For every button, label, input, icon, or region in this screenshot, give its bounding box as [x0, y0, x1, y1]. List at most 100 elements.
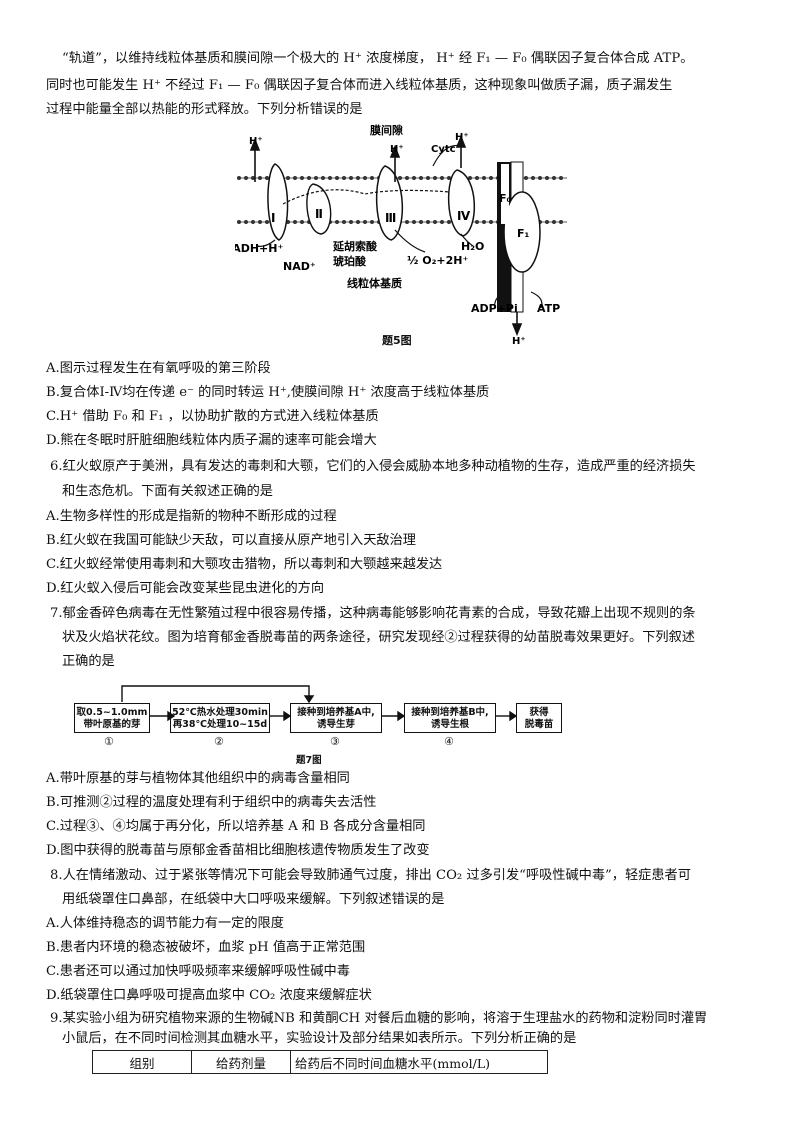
lipid-head	[244, 220, 248, 224]
flow-step-3: 接种到培养基A中, 诱导生芽	[290, 703, 382, 733]
flow-step-4-text: 接种到培养基B中, 诱导生根	[411, 707, 489, 730]
table-header-dose: 给药剂量	[191, 1050, 291, 1074]
q9-stem-line-2: 小鼠后，在不同时间检测其血糖水平，实验设计及部分结果如表所示。下列分析正确的是	[62, 1031, 577, 1046]
lipid-head	[447, 220, 451, 224]
lipid-head	[524, 176, 528, 180]
figure-7-flow-arrows	[121, 685, 518, 722]
label-water: H₂O	[461, 240, 484, 253]
lipid-head	[293, 176, 297, 180]
label-nadh: NADH+H⁺	[235, 242, 283, 255]
flow-num-1: ①	[104, 735, 114, 748]
lipid-head	[426, 176, 430, 180]
table-header-row: 组别 给药剂量 给药后不同时间血糖水平(mmol/L)	[92, 1050, 548, 1074]
q7-option-c: C.过程③、④均属于再分化，所以培养基 A 和 B 各成分含量相同	[46, 819, 426, 834]
lipid-head	[433, 176, 437, 180]
lipid-head	[440, 220, 444, 224]
label-adp: ADP+Pi	[471, 302, 518, 315]
q9-data-table: 组别 给药剂量 给药后不同时间血糖水平(mmol/L)	[92, 1050, 548, 1074]
q6-stem-line-1: 6.红火蚁原产于美洲，具有发达的毒刺和大颚，它们的入侵会威胁本地多种动植物的生存…	[50, 459, 696, 474]
q5-option-b: B.复合体Ⅰ-Ⅳ均在传递 e⁻ 的同时转运 H⁺,使膜间隙 H⁺ 浓度高于线粒体…	[46, 385, 490, 400]
flow-step-5: 获得 脱毒苗	[516, 703, 562, 733]
lipid-head	[349, 220, 353, 224]
label-atp: ATP	[537, 302, 560, 315]
label-f0: F₀	[499, 192, 512, 205]
lipid-head	[349, 176, 353, 180]
lipid-head	[307, 176, 311, 180]
q9-stem-line-1: 9.某实验小组为研究植物来源的生物碱NB 和黄酮CH 对餐后血糖的影响，将溶于生…	[50, 1011, 708, 1026]
flow-num-3: ③	[330, 735, 340, 748]
label-f1: F₁	[517, 227, 530, 240]
flow-step-4: 接种到培养基B中, 诱导生根	[404, 703, 496, 733]
lipid-head	[405, 176, 409, 180]
q8-stem-line-2: 用纸袋罩住口鼻部，在纸袋中大口呼吸来缓解。下列叙述错误的是	[62, 892, 445, 907]
flow-num-4: ④	[444, 735, 454, 748]
label-nad: NAD⁺	[283, 260, 316, 273]
lipid-head	[545, 176, 549, 180]
lipid-head	[370, 220, 374, 224]
figure-7-caption: 题7图	[296, 755, 322, 766]
flow-step-3-text: 接种到培养基A中, 诱导生芽	[297, 707, 375, 730]
flow-step-1: 取0.5~1.0mm 带叶原基的芽	[74, 703, 150, 733]
lipid-head	[426, 220, 430, 224]
lipid-head	[440, 176, 444, 180]
lipid-head	[237, 220, 241, 224]
label-hplus-3: H⁺	[390, 144, 404, 155]
lipid-head	[468, 176, 472, 180]
q7-stem-line-1: 7.郁金香碎色病毒在无性繁殖过程中很容易传播，这种病毒能够影响花青素的合成，导致…	[50, 606, 696, 621]
lipid-head	[356, 220, 360, 224]
label-hplus-5: H⁺	[512, 336, 526, 347]
figure-5-caption: 题5图	[382, 334, 412, 347]
q6-option-d: D.红火蚁入侵后可能会改变某些昆虫进化的方向	[46, 581, 325, 596]
q7-stem-line-2: 状及火焰状花纹。图为培育郁金香脱毒苗的两条途径，研究发现经②过程获得的幼苗脱毒效…	[62, 630, 695, 645]
flow-num-2: ②	[214, 735, 224, 748]
lipid-head	[335, 176, 339, 180]
lipid-head	[489, 220, 493, 224]
flow-step-2: 52℃热水处理30min 再38℃处理10~15d	[170, 703, 270, 733]
lipid-head	[265, 176, 269, 180]
q6-stem-line-2: 和生态危机。下面有关叙述正确的是	[62, 484, 273, 499]
flow-step-2-text: 52℃热水处理30min 再38℃处理10~15d	[172, 707, 268, 730]
lipid-head	[363, 176, 367, 180]
table-header-glucose: 给药后不同时间血糖水平(mmol/L)	[290, 1050, 548, 1074]
label-cytc: Cytc	[431, 144, 456, 155]
label-complex-1: Ⅰ	[271, 211, 275, 225]
lipid-head	[237, 176, 241, 180]
lipid-head	[335, 220, 339, 224]
lipid-head	[251, 220, 255, 224]
lipid-head	[342, 176, 346, 180]
q6-option-c: C.红火蚁经常使用毒刺和大颚攻击猎物，所以毒刺和大颚越来越发达	[46, 557, 443, 572]
lipid-head	[363, 220, 367, 224]
flow-step-5-text: 获得 脱毒苗	[524, 707, 554, 730]
lipid-head	[300, 176, 304, 180]
lipid-head	[545, 220, 549, 224]
lipid-head	[405, 220, 409, 224]
lipid-head	[531, 176, 535, 180]
lipid-head	[286, 176, 290, 180]
lipid-head	[412, 220, 416, 224]
q5-option-c: C.H⁺ 借助 F₀ 和 F₁ ，以协助扩散的方式进入线粒体基质	[46, 409, 379, 424]
label-succinate: 琥珀酸	[333, 254, 367, 268]
label-oxygen: ½ O₂+2H⁺	[407, 254, 468, 267]
lipid-head	[552, 220, 556, 224]
q5-option-a: A.图示过程发生在有氧呼吸的第三阶段	[46, 361, 271, 376]
lipid-head	[342, 220, 346, 224]
lipid-head	[370, 176, 374, 180]
lipid-head	[321, 176, 325, 180]
lipid-head	[244, 176, 248, 180]
q8-option-d: D.纸袋罩住口鼻呼吸可提高血浆中 CO₂ 浓度来缓解症状	[46, 988, 372, 1003]
lipid-head	[433, 220, 437, 224]
label-complex-4: Ⅳ	[457, 209, 471, 223]
flow-step-1-text: 取0.5~1.0mm 带叶原基的芽	[76, 707, 148, 730]
q6-option-a: A.生物多样性的形成是指新的物种不断形成的过程	[46, 509, 337, 524]
lipid-head	[251, 176, 255, 180]
lipid-head	[258, 176, 262, 180]
label-hplus-4: H⁺	[455, 132, 469, 143]
lipid-head	[475, 220, 479, 224]
intro-line-1: “轨道”，以维持线粒体基质和膜间隙一个极大的 H⁺ 浓度梯度， H⁺ 经 F₁ …	[62, 51, 694, 66]
lipid-head	[300, 220, 304, 224]
label-hplus-1: H⁺	[249, 136, 263, 147]
q5-option-d: D.熊在冬眠时肝脏细胞线粒体内质子漏的速率可能会增大	[46, 433, 377, 448]
q7-option-d: D.图中获得的脱毒苗与原郁金香苗相比细胞核遗传物质发生了改变	[46, 843, 430, 858]
lipid-head	[559, 220, 563, 224]
q7-option-b: B.可推测②过程的温度处理有利于组织中的病毒失去活性	[46, 795, 377, 810]
